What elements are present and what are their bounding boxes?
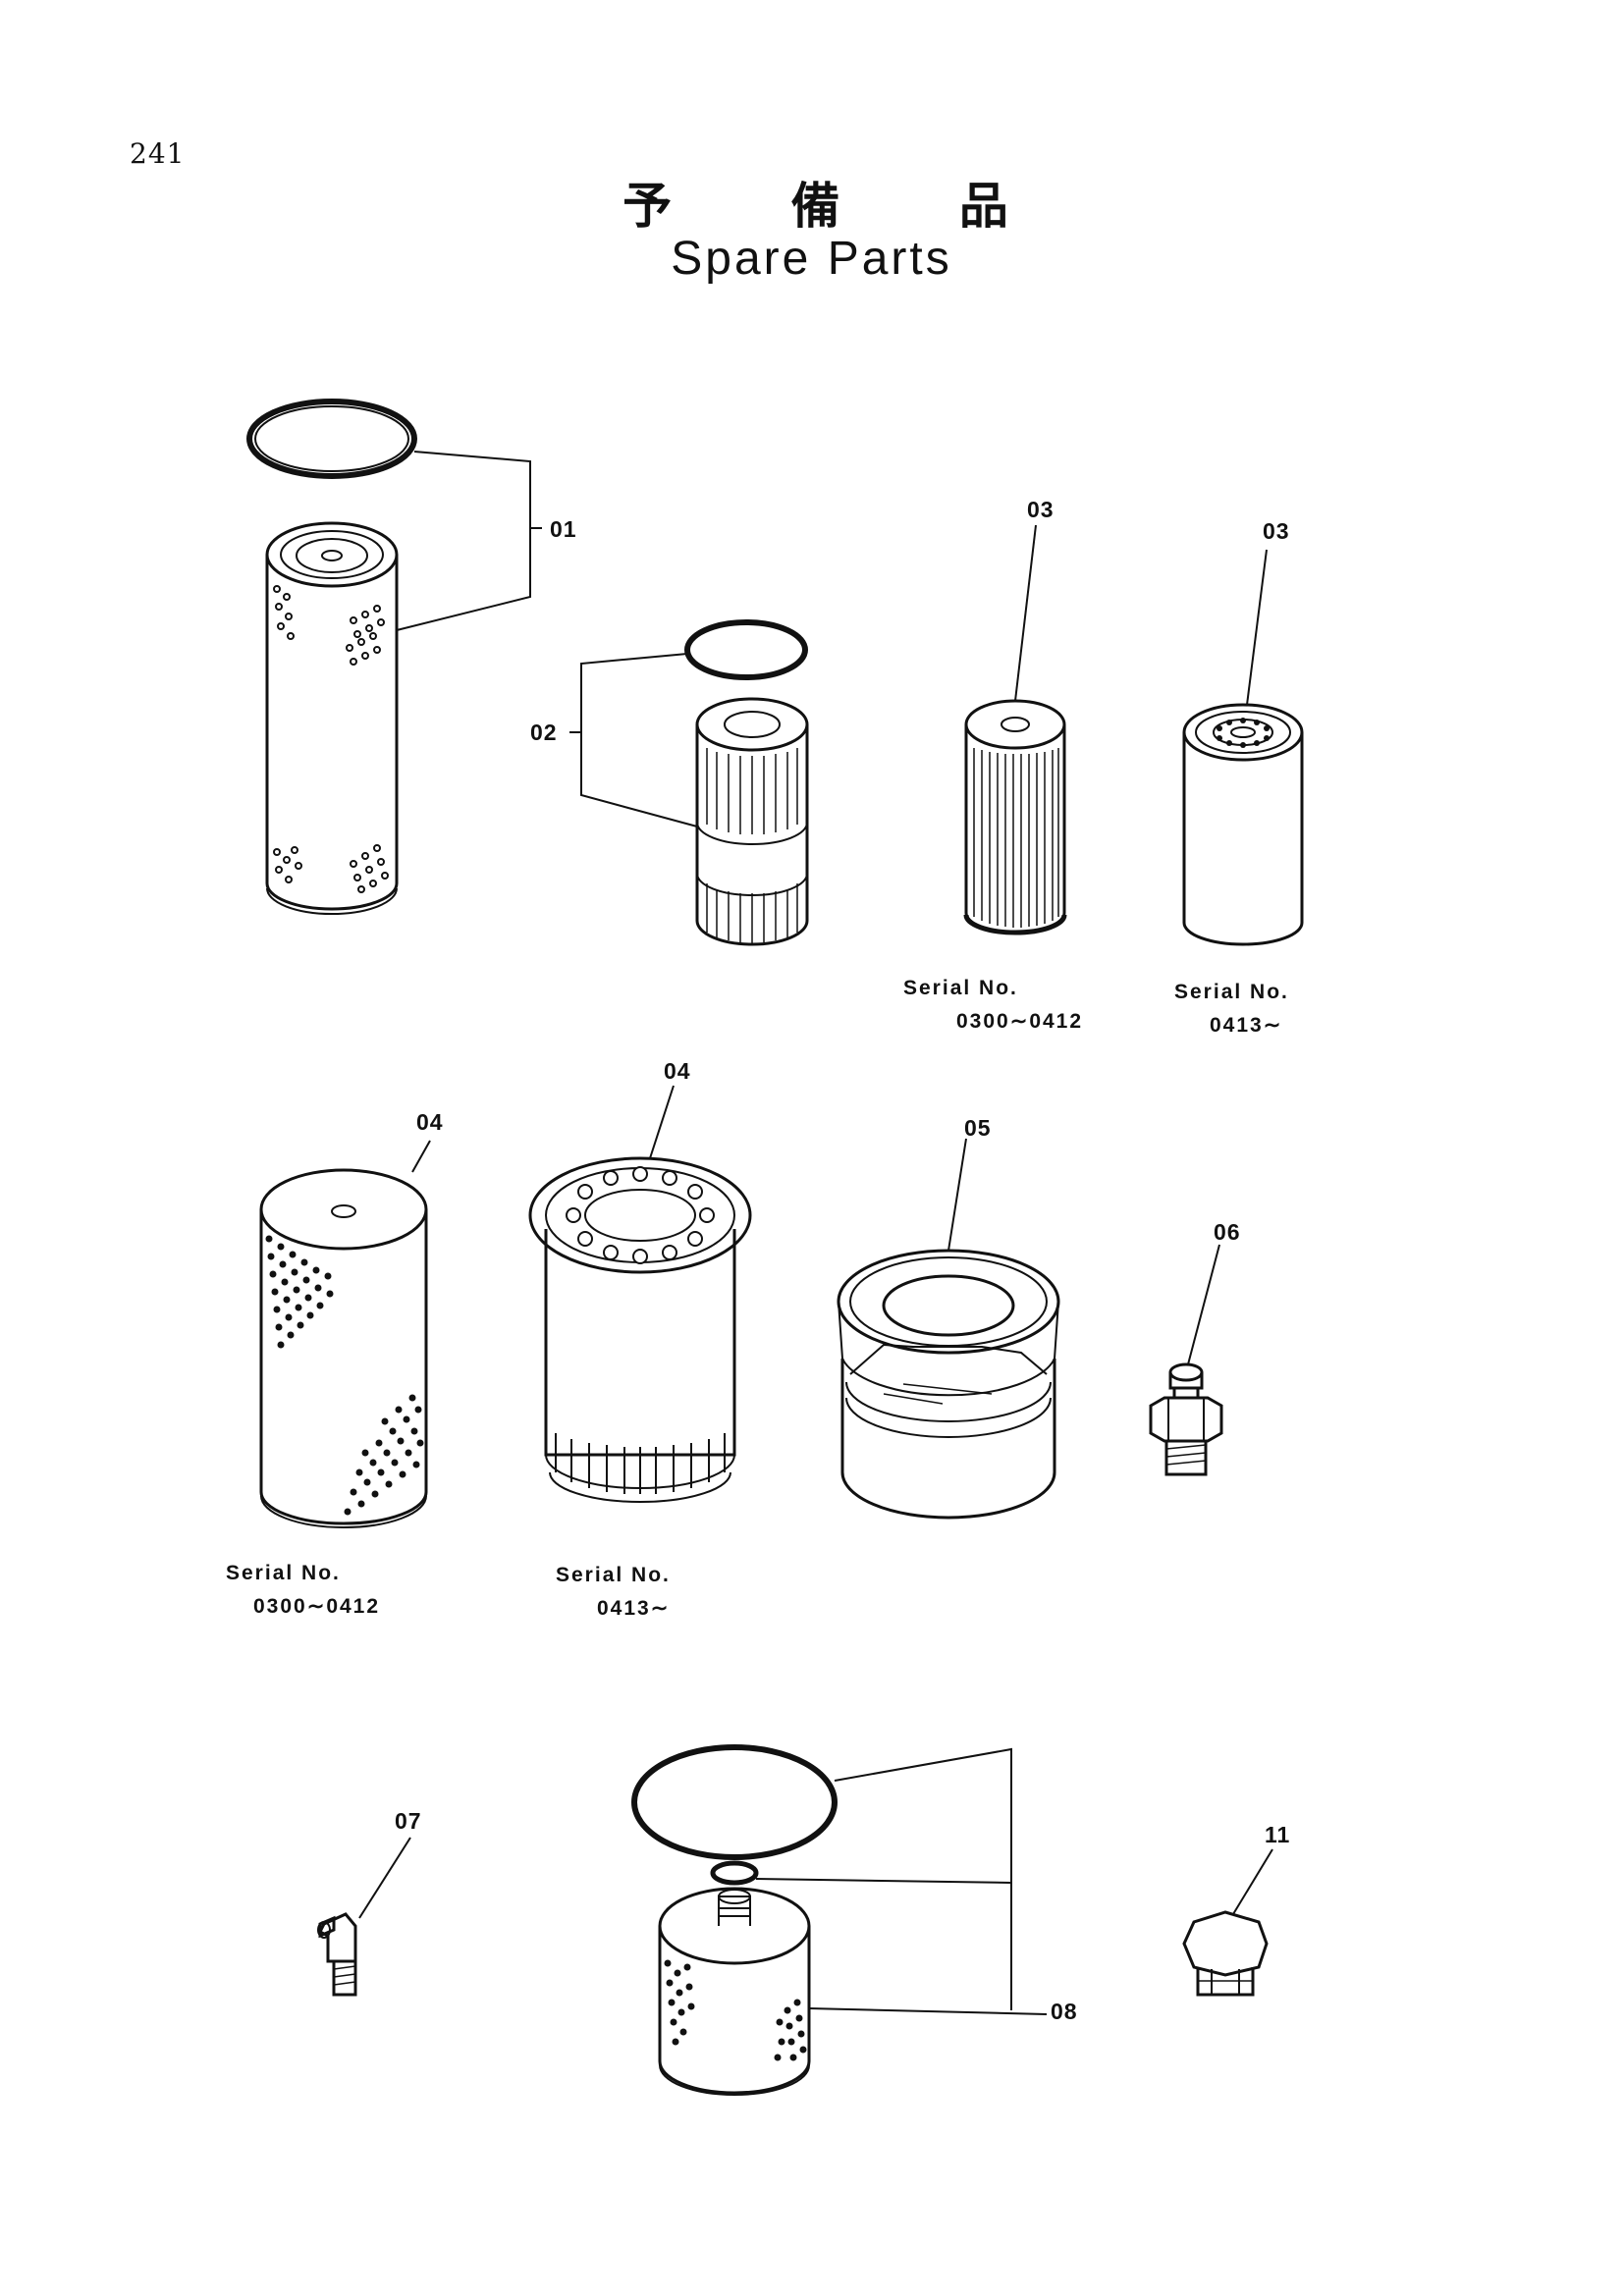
part-08-o-ring-small [710,1860,759,1886]
part-03a-leader [1014,524,1037,702]
part-03b-filter-element [1182,703,1304,946]
part-08-leader-lines [755,1747,1048,2015]
serial-note-04a: Serial No. 0300∼0412 [226,1557,380,1624]
part-02-o-ring [684,619,808,680]
part-08-filter-element [658,1887,811,2096]
part-02-filter-element [695,697,809,946]
part-11-leader [1232,1848,1273,1915]
part-04a-leader [411,1140,431,1173]
serial-label: Serial No. [903,977,1018,999]
part-01-leader-lines [396,451,542,631]
serial-label: Serial No. [556,1564,671,1586]
part-04a-filter-element [259,1168,428,1528]
part-07-angled-nipple [317,1912,357,1997]
part-04b-leader [649,1085,675,1159]
callout-02: 02 [530,720,558,745]
part-04b-filter-element [528,1156,752,1503]
serial-note-04b: Serial No. 0413∼ [556,1559,671,1626]
page-title-japanese: 予 備 品 [622,178,1059,235]
part-07-leader [358,1837,411,1919]
serial-note-03b: Serial No. 0413∼ [1174,976,1289,1042]
part-03b-leader [1246,549,1268,706]
callout-04a: 04 [416,1109,444,1135]
callout-08: 08 [1051,1999,1078,2024]
callout-03a: 03 [1027,497,1055,522]
callout-07: 07 [395,1808,422,1834]
part-11-plug [1182,1910,1269,1997]
part-06-grease-nipple [1149,1362,1223,1476]
serial-note-03a: Serial No. 0300∼0412 [903,972,1083,1039]
callout-03b: 03 [1263,518,1290,544]
part-02-leader-lines [569,653,698,828]
page-title-english: Spare Parts [671,233,952,285]
part-01-o-ring [246,399,417,479]
callout-04b: 04 [664,1058,691,1084]
serial-range: 0413∼ [597,1597,671,1620]
serial-label: Serial No. [1174,981,1289,1003]
serial-range: 0300∼0412 [253,1595,381,1618]
serial-label: Serial No. [226,1562,341,1584]
callout-06: 06 [1214,1219,1241,1245]
serial-range: 0300∼0412 [956,1010,1084,1033]
part-01-filter-element [265,521,399,915]
callout-11: 11 [1265,1822,1291,1847]
serial-range: 0413∼ [1210,1014,1283,1037]
part-03a-filter-element [963,699,1067,935]
callout-01: 01 [550,516,577,542]
part-06-leader [1187,1244,1220,1365]
callout-05: 05 [964,1115,992,1141]
page-number: 241 [130,137,186,170]
part-08-o-ring-large [631,1744,838,1860]
part-05-leader [947,1138,967,1252]
part-05-element [837,1249,1060,1520]
